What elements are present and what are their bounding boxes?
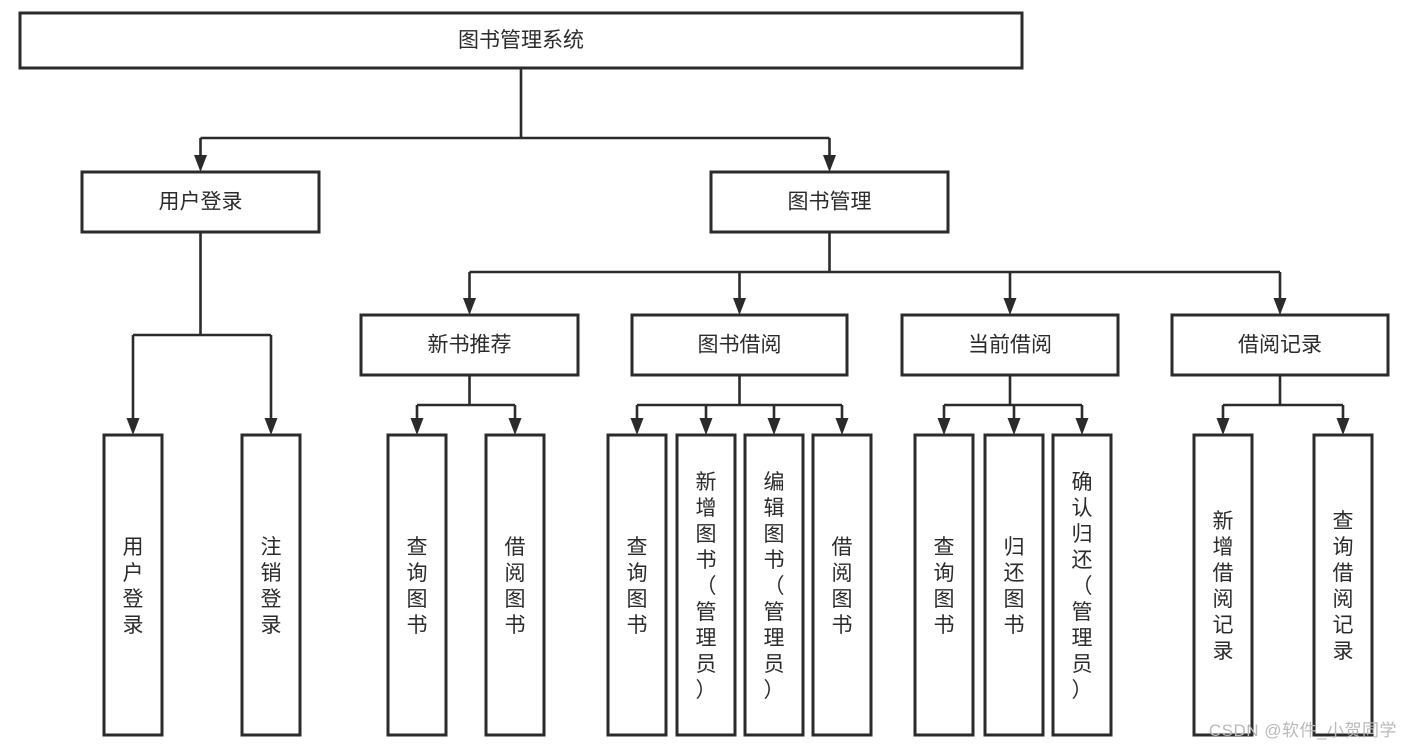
node-box xyxy=(484,433,546,737)
node-box xyxy=(1051,433,1113,737)
node-label: 图书管理 xyxy=(788,191,872,214)
node-leaf-return-book[interactable]: 归还图书 xyxy=(983,433,1045,737)
node-label: 注销登录 xyxy=(261,536,282,637)
node-leaf-query-book-2[interactable]: 查询图书 xyxy=(606,433,668,737)
node-label: 查询图书 xyxy=(627,536,648,637)
node-box xyxy=(743,433,805,737)
node-layer: 图书管理系统用户登录图书管理新书推荐图书借阅当前借阅借阅记录用户登录注销登录查询… xyxy=(18,11,1390,737)
node-box xyxy=(675,433,737,737)
node-label: 图书管理系统 xyxy=(458,29,584,52)
node-label: 新增图书（管理员） xyxy=(696,471,717,702)
node-leaf-borrow-book-1[interactable]: 借阅图书 xyxy=(484,433,546,737)
node-box xyxy=(359,313,580,377)
node-leaf-add-record[interactable]: 新增借阅记录 xyxy=(1192,433,1254,737)
node-label: 用户登录 xyxy=(159,191,243,214)
node-leaf-query-book-3[interactable]: 查询图书 xyxy=(913,433,975,737)
node-label: 借阅记录 xyxy=(1238,334,1322,357)
node-box xyxy=(1192,433,1254,737)
node-label: 新书推荐 xyxy=(428,334,512,357)
node-box xyxy=(1170,313,1390,377)
node-leaf-query-book-1[interactable]: 查询图书 xyxy=(386,433,448,737)
node-label: 归还图书 xyxy=(1004,536,1025,637)
node-current-borrow[interactable]: 当前借阅 xyxy=(900,313,1120,377)
node-root[interactable]: 图书管理系统 xyxy=(18,11,1024,70)
node-label: 编辑图书（管理员） xyxy=(764,471,785,702)
node-book-manage[interactable]: 图书管理 xyxy=(709,170,950,234)
node-box xyxy=(606,433,668,737)
node-leaf-add-book[interactable]: 新增图书（管理员） xyxy=(675,433,737,737)
node-leaf-borrow-book-2[interactable]: 借阅图书 xyxy=(811,433,873,737)
node-box xyxy=(709,170,950,234)
node-box xyxy=(811,433,873,737)
node-leaf-user-login[interactable]: 用户登录 xyxy=(102,433,164,737)
node-box xyxy=(630,313,849,377)
node-label: 查询借阅记录 xyxy=(1333,510,1354,663)
edge-layer xyxy=(126,68,1350,435)
node-box xyxy=(900,313,1120,377)
node-label: 查询图书 xyxy=(934,536,955,637)
node-box xyxy=(80,170,321,234)
node-box xyxy=(983,433,1045,737)
node-label: 查询图书 xyxy=(407,536,428,637)
node-box xyxy=(240,433,302,737)
node-label: 确认归还（管理员） xyxy=(1072,471,1093,702)
node-box xyxy=(1312,433,1374,737)
watermark-text: CSDN @软件_小贺同学 xyxy=(1208,721,1397,740)
node-label: 用户登录 xyxy=(123,536,144,637)
node-box xyxy=(913,433,975,737)
node-leaf-logout[interactable]: 注销登录 xyxy=(240,433,302,737)
node-box xyxy=(102,433,164,737)
node-box xyxy=(386,433,448,737)
node-label: 新增借阅记录 xyxy=(1213,510,1234,663)
node-leaf-query-record[interactable]: 查询借阅记录 xyxy=(1312,433,1374,737)
node-box xyxy=(18,11,1024,70)
node-user-login[interactable]: 用户登录 xyxy=(80,170,321,234)
node-book-borrow[interactable]: 图书借阅 xyxy=(630,313,849,377)
node-label: 当前借阅 xyxy=(968,334,1052,357)
node-label: 借阅图书 xyxy=(832,536,853,637)
node-borrow-record[interactable]: 借阅记录 xyxy=(1170,313,1390,377)
node-label: 图书借阅 xyxy=(698,334,782,357)
node-leaf-edit-book[interactable]: 编辑图书（管理员） xyxy=(743,433,805,737)
node-label: 借阅图书 xyxy=(505,536,526,637)
node-new-book-rec[interactable]: 新书推荐 xyxy=(359,313,580,377)
node-leaf-confirm-return[interactable]: 确认归还（管理员） xyxy=(1051,433,1113,737)
